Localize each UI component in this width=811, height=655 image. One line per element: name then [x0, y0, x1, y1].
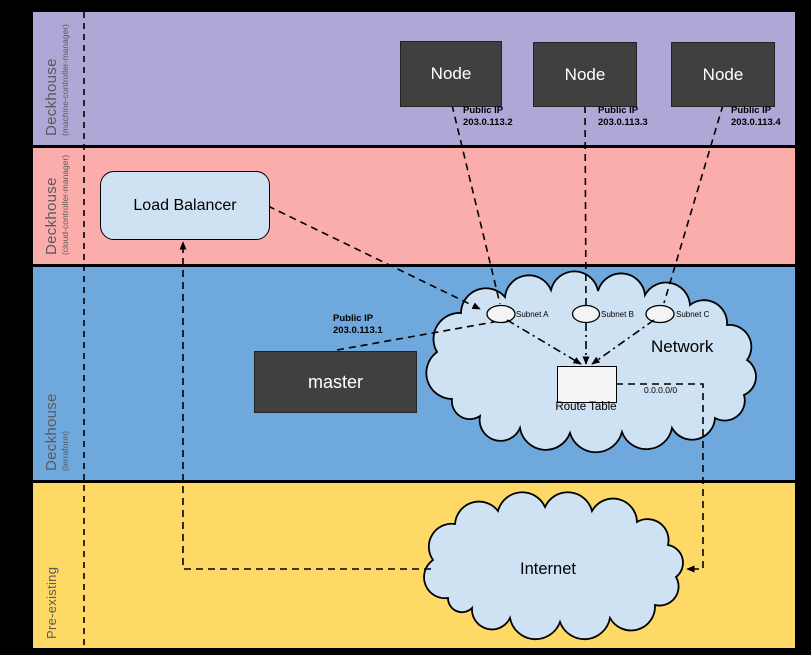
node-box-3: Node: [671, 42, 775, 107]
internet-cloud-label: Internet: [520, 560, 576, 578]
subnet-b-label: Subnet B: [601, 310, 634, 319]
public-ip-title: Public IP: [463, 105, 504, 116]
subnet-c-label: Subnet C: [676, 310, 710, 319]
load-balancer-label: Load Balancer: [133, 196, 237, 214]
public-ip-title: Public IP: [731, 105, 772, 116]
node2-public-ip-label: Public IP 203.0.113.3: [598, 105, 648, 128]
public-ip-value: 203.0.113.3: [598, 116, 648, 128]
node-label: Node: [702, 64, 744, 84]
layer-label-subtitle: (cloud-controller-manager): [60, 154, 70, 255]
public-ip-value: 203.0.113.1: [333, 324, 383, 336]
layer-label-title: Deckhouse: [43, 393, 60, 471]
layer-label: Deckhouse (machine-controller-manager): [43, 24, 70, 136]
node-label: Node: [430, 64, 472, 83]
layer-pre-existing: Pre-existing: [33, 483, 795, 648]
public-ip-title: Public IP: [598, 105, 639, 116]
network-cloud-label: Network: [651, 337, 714, 356]
master-label: master: [307, 371, 363, 392]
layer-label-subtitle: (machine-controller-manager): [60, 24, 70, 136]
layer-separator: [33, 145, 795, 148]
node-box-1: Node: [400, 41, 502, 107]
public-ip-title: Public IP: [333, 313, 374, 324]
node-box-2: Node: [533, 42, 637, 107]
node-label: Node: [564, 64, 606, 84]
layer-label-subtitle: (terraform): [60, 430, 70, 471]
master-box: master: [254, 351, 417, 413]
route-table-box: [557, 366, 617, 403]
load-balancer-box: Load Balancer: [100, 171, 270, 240]
public-ip-value: 203.0.113.4: [731, 116, 781, 128]
master-public-ip-label: Public IP 203.0.113.1: [333, 313, 383, 336]
layer-label: Deckhouse (terraform): [43, 393, 70, 471]
layer-label: Pre-existing: [43, 567, 60, 639]
route-table-label: Route Table: [555, 401, 617, 413]
public-ip-value: 203.0.113.2: [463, 116, 513, 128]
node1-public-ip-label: Public IP 203.0.113.2: [463, 105, 513, 128]
layer-label-title: Deckhouse: [43, 177, 60, 255]
layer-label-title: Deckhouse: [43, 58, 60, 136]
default-route-label: 0.0.0.0/0: [644, 385, 678, 395]
layer-label: Deckhouse (cloud-controller-manager): [43, 155, 70, 255]
node3-public-ip-label: Public IP 203.0.113.4: [731, 105, 781, 128]
subnet-a-label: Subnet A: [516, 310, 549, 319]
layer-label-title: Pre-existing: [44, 566, 59, 639]
